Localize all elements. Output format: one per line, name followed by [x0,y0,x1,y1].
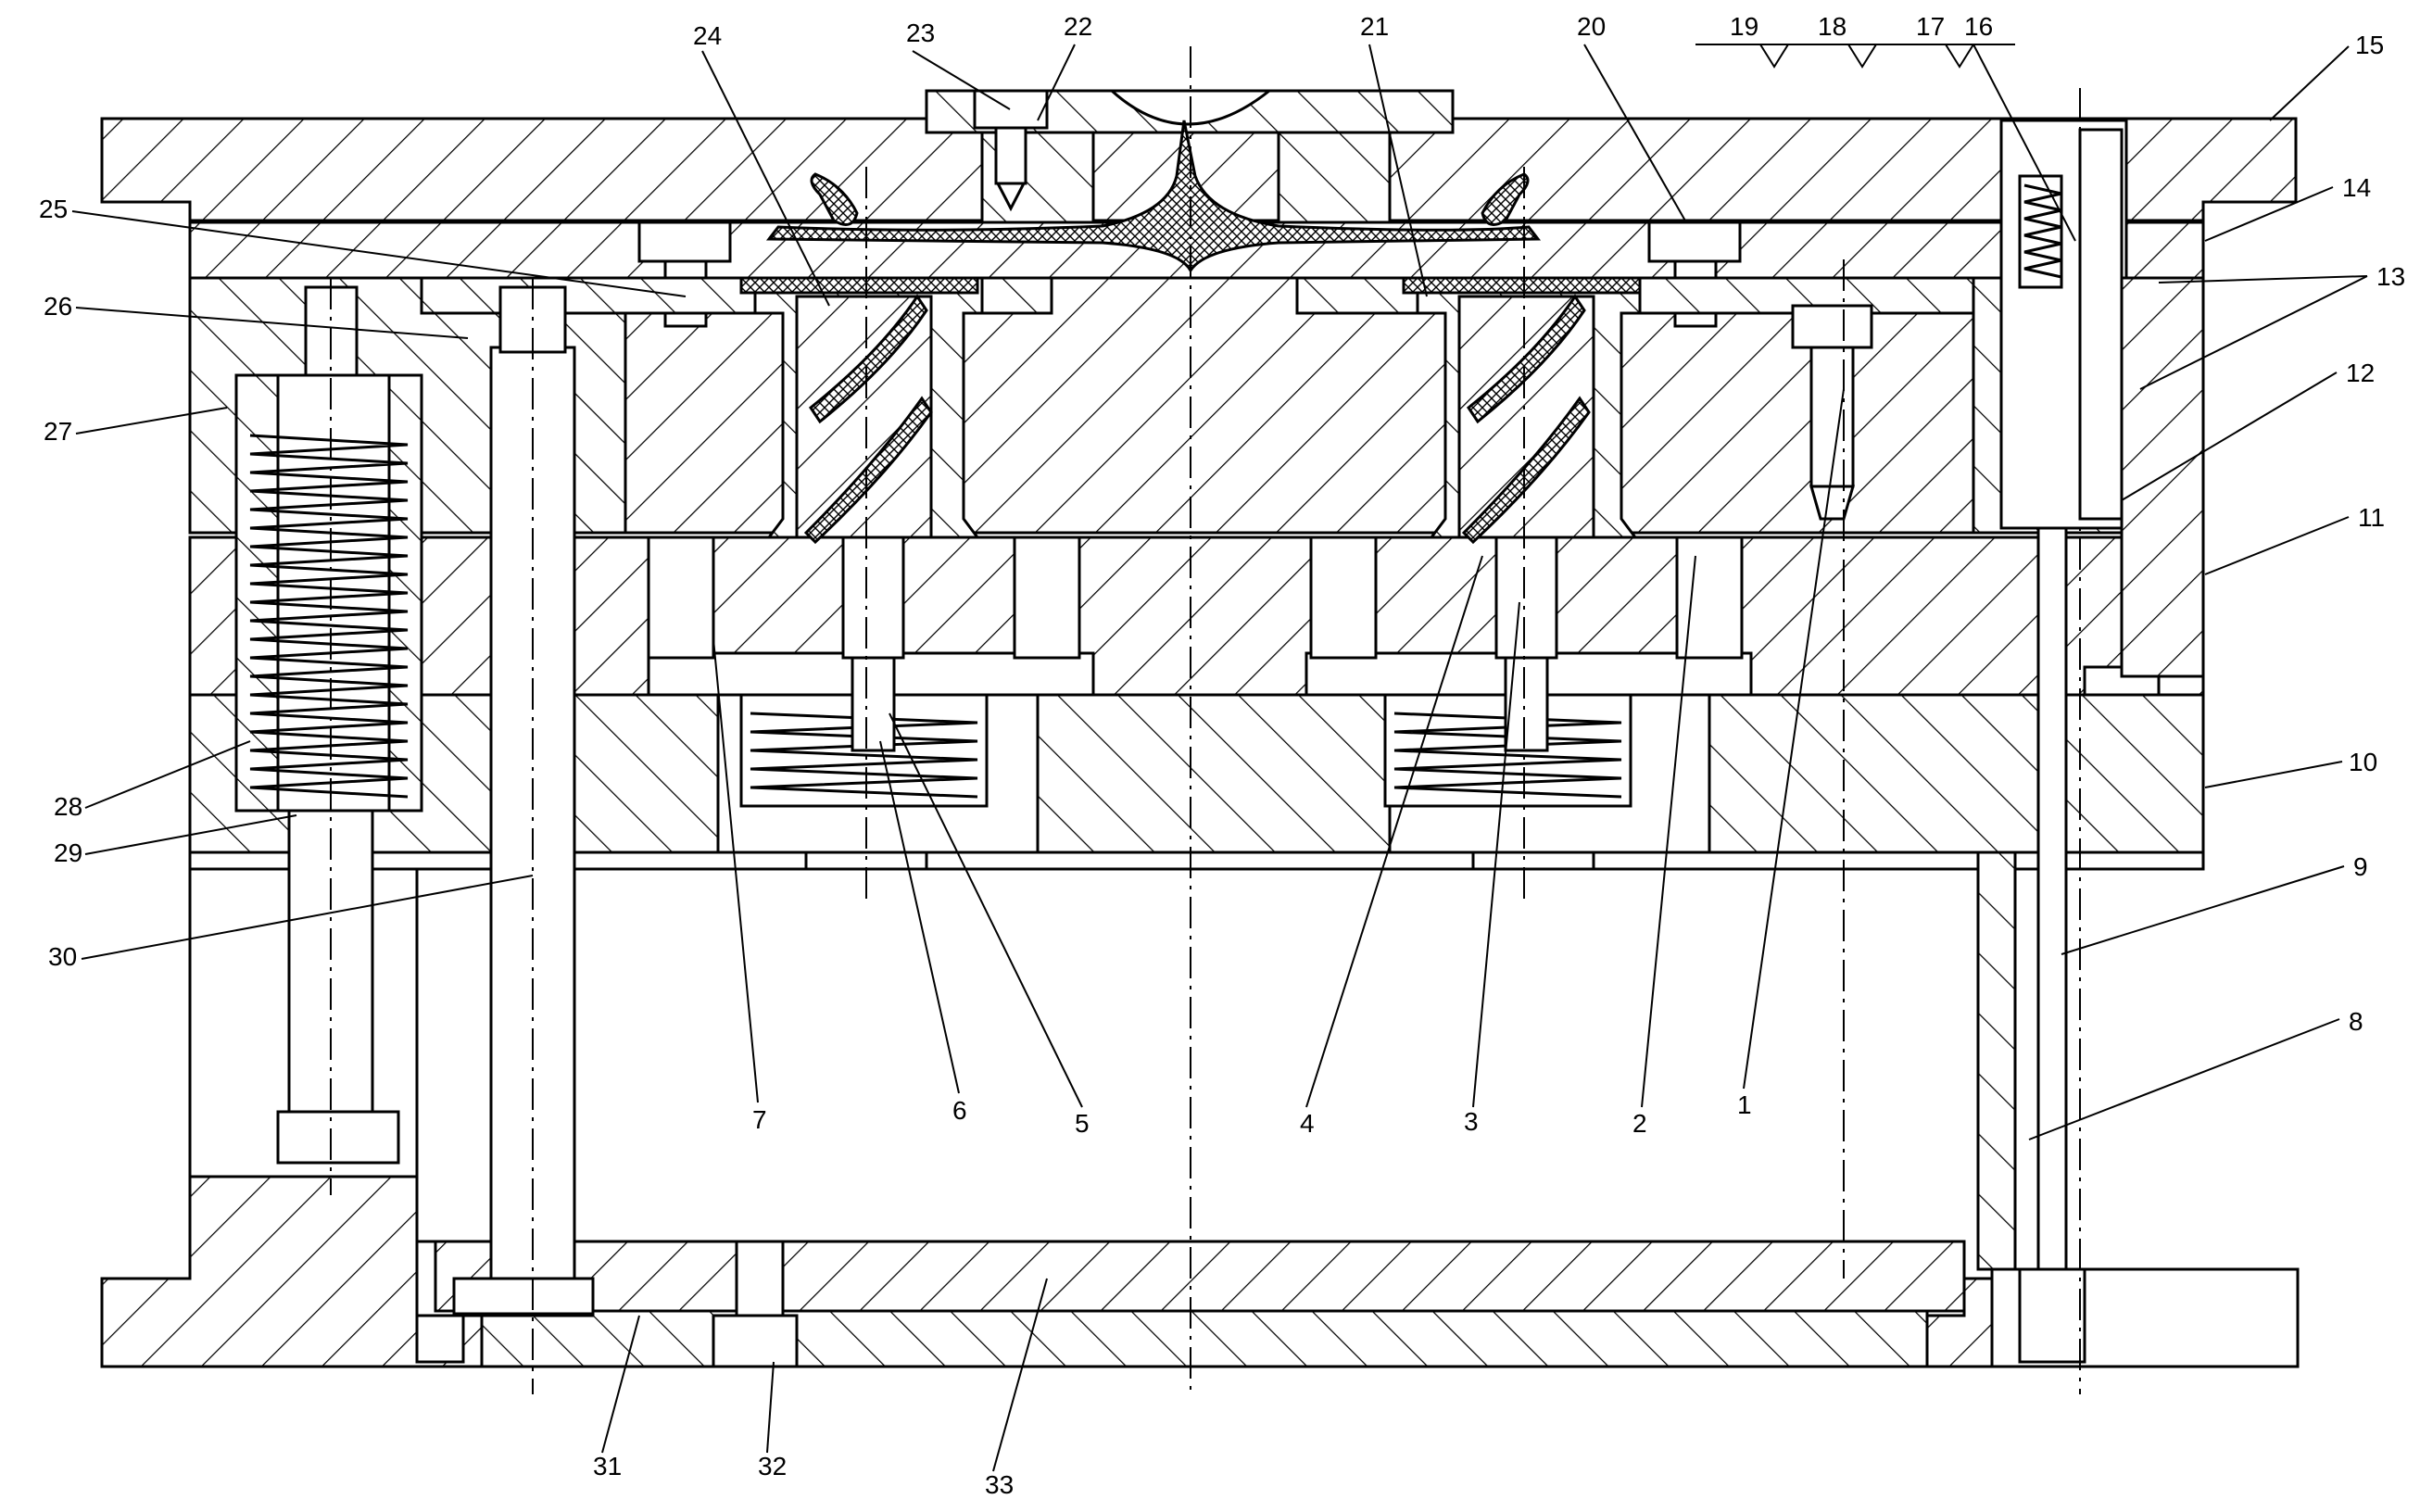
leader-line [766,1361,775,1454]
return-pin [1791,304,1873,521]
callout-30: 30 [48,942,77,971]
callout-8: 8 [2349,1007,2363,1036]
leader-line [84,814,297,855]
leader-line [2061,865,2345,955]
leader-line [1743,388,1845,1090]
leader-line [81,875,534,960]
leader-line [2204,761,2343,788]
callout-19: 19 [1730,12,1758,41]
callout-29: 29 [54,838,82,867]
leader-line [879,740,960,1094]
leader-line [1037,44,1076,121]
core-insert-right [1416,276,1642,752]
leader-line [2158,275,2368,284]
center-lines [330,46,2081,1394]
leader-line [1641,555,1696,1108]
molded-part [739,120,1642,545]
callout-3: 3 [1464,1107,1479,1136]
callout-13: 13 [2376,262,2405,291]
leader-line [2139,275,2368,390]
callout-12: 12 [2346,359,2375,387]
callout-31: 31 [593,1452,622,1480]
leader-line [2204,516,2350,575]
callout-27: 27 [44,417,72,446]
callout-32: 32 [758,1452,787,1480]
callout-28: 28 [54,792,82,821]
callout-5: 5 [1075,1109,1090,1138]
callout-33: 33 [985,1470,1014,1499]
spring-coil [249,434,409,799]
fasteners [647,536,1744,1317]
callout-15: 15 [2355,31,2384,59]
leader-line [1973,44,2076,242]
leader-line [1583,44,1687,223]
leader-line [1368,44,1428,297]
callout-25: 25 [39,195,68,223]
callout-24: 24 [693,21,722,50]
callout-9: 9 [2353,852,2368,881]
callout-14: 14 [2342,173,2371,202]
leader-line [912,50,1011,110]
bottom-clamp-plate [100,1175,2300,1368]
latch-spring [2023,183,2062,279]
leader-line [701,50,830,307]
leader-line [2269,45,2350,121]
leader-line [1472,601,1520,1108]
callout-16: 16 [1964,12,1993,41]
callout-17: 17 [1916,12,1945,41]
leader-line [2121,372,2338,501]
spring-coil [2023,183,2062,279]
callout-11: 11 [2358,503,2385,532]
leader-line [84,740,251,809]
leader-lines [71,44,2368,1472]
callout-18: 18 [1818,12,1847,41]
leader-line [712,638,759,1103]
compression-spring-left [249,434,409,799]
leader-line [75,407,228,435]
leader-line [75,307,469,339]
leader-line [2204,186,2334,242]
callout-2: 2 [1632,1109,1647,1138]
leader-line [601,1315,640,1454]
leader-line [889,712,1083,1108]
callout-6: 6 [952,1096,967,1125]
callout-4: 4 [1300,1109,1315,1138]
callout-1: 1 [1737,1090,1752,1119]
callout-26: 26 [44,292,72,321]
callout-20: 20 [1577,12,1606,41]
callout-bracket [1695,44,2015,69]
callout-7: 7 [752,1105,767,1134]
callout-labels: 1 2 3 4 5 6 7 8 9 10 11 12 13 14 15 16 1… [39,12,2405,1499]
callout-22: 22 [1064,12,1092,41]
callout-23: 23 [906,19,935,47]
callout-10: 10 [2349,748,2377,776]
top-clamp-plate [100,117,2298,222]
core-insert-left [753,276,984,752]
leader-line [1305,555,1483,1108]
leader-line [2028,1018,2340,1140]
leader-line [71,210,687,297]
callout-21: 21 [1360,12,1389,41]
leader-line [992,1278,1048,1472]
